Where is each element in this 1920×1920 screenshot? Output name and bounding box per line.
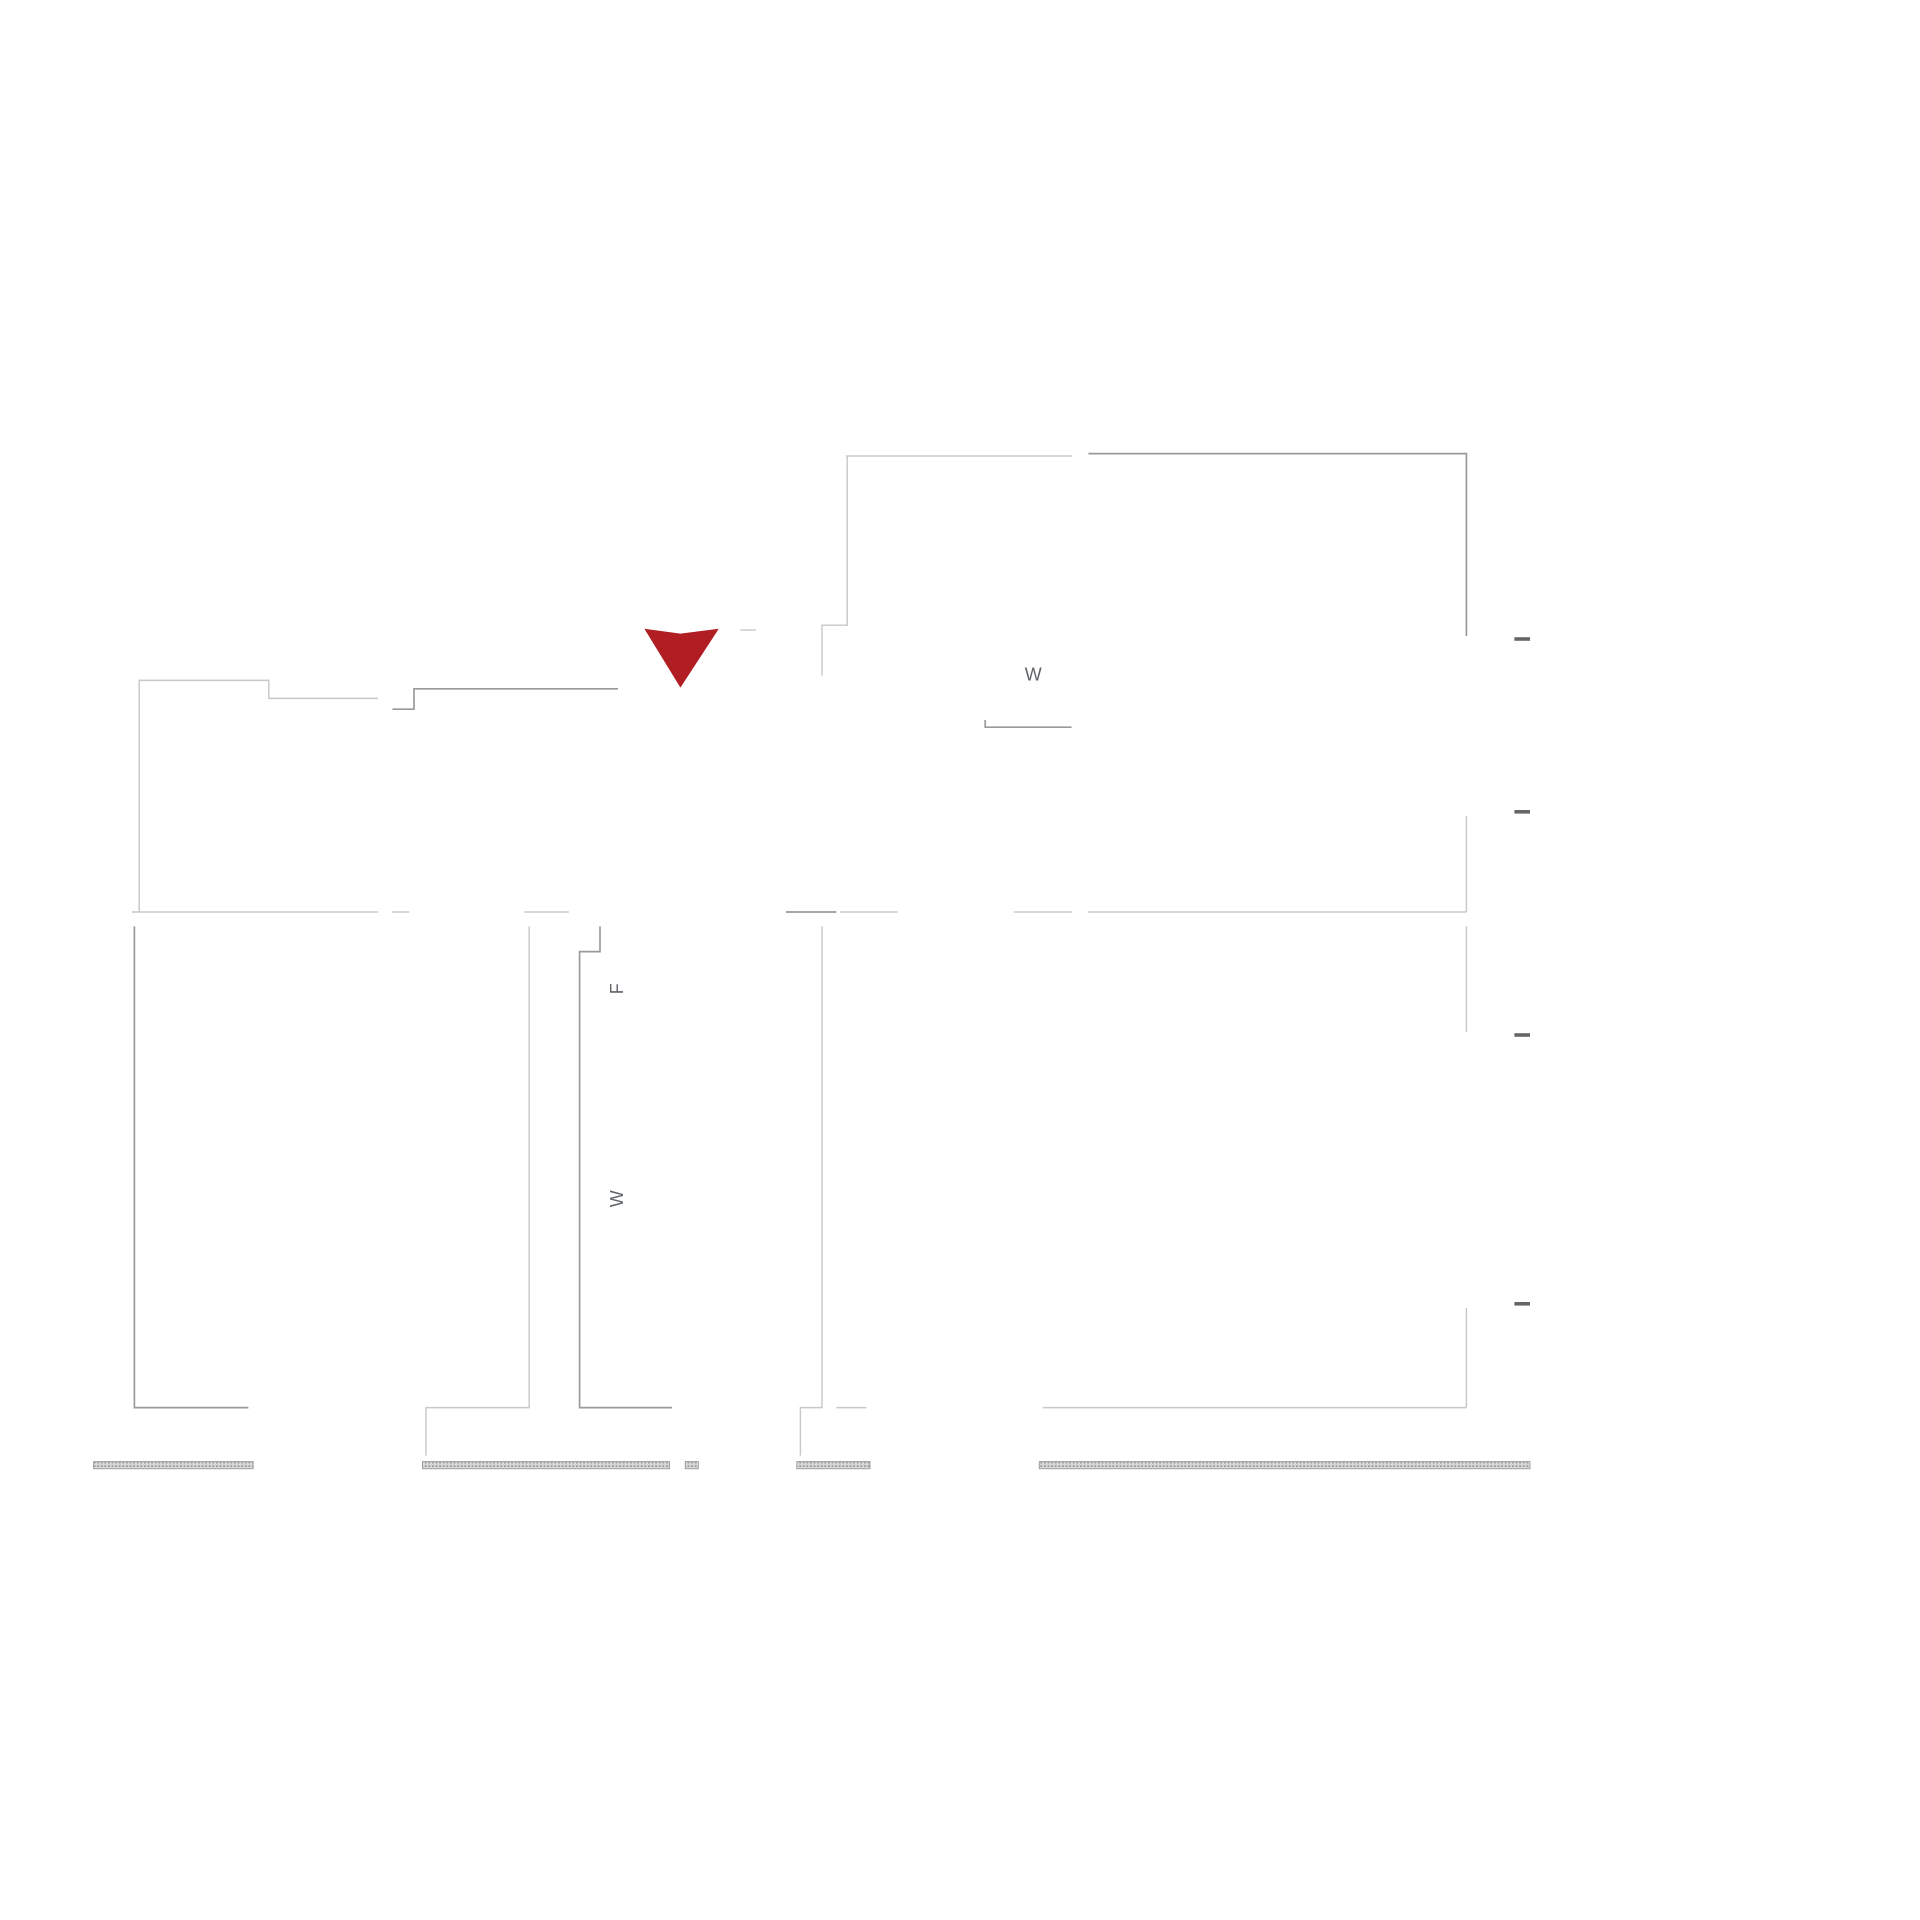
wall-end-marks	[1514, 637, 1530, 1306]
upper-right-walls	[740, 452, 1468, 1408]
corridor-label-f: F	[607, 983, 627, 994]
lower-walls	[133, 926, 1467, 1456]
upper-left-walls	[138, 679, 618, 912]
dimension-bars	[93, 1461, 1531, 1470]
dimension-bar	[1038, 1461, 1531, 1470]
wall-mark	[1514, 810, 1530, 814]
corridor-label-w: W	[607, 1190, 627, 1207]
dimension-bar	[422, 1461, 670, 1470]
dimension-bar	[684, 1461, 699, 1470]
room-label-w: W	[1025, 664, 1042, 684]
wall-mark	[1514, 1302, 1530, 1306]
wall-mark	[1514, 1033, 1530, 1037]
dimension-bar	[93, 1461, 254, 1470]
location-marker-icon[interactable]	[644, 628, 719, 688]
wall-mark	[1514, 637, 1530, 641]
dimension-bar	[796, 1461, 871, 1470]
